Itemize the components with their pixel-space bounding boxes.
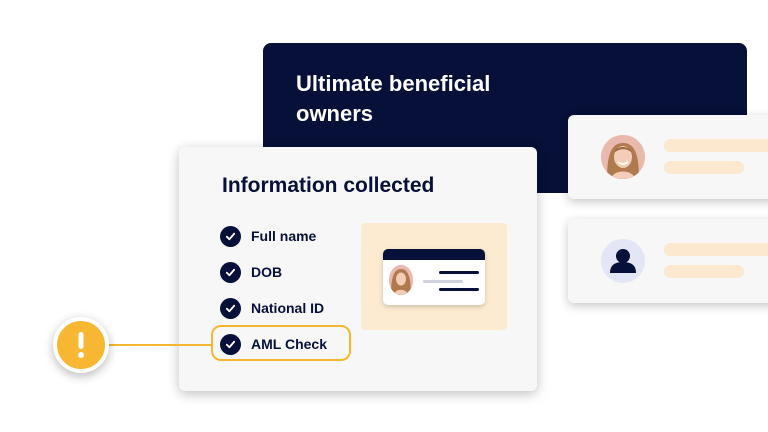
information-title: Information collected <box>222 174 435 197</box>
warning-badge[interactable] <box>53 317 109 373</box>
checklist-item-dob: DOB <box>220 261 282 283</box>
aml-check-highlight[interactable] <box>211 325 351 361</box>
check-circle-icon <box>220 261 241 283</box>
owner-card-1[interactable] <box>568 115 768 199</box>
checklist-item-full-name: Full name <box>220 225 316 247</box>
id-card-illustration <box>361 223 507 330</box>
checklist-label: DOB <box>251 264 283 280</box>
owner-card-2[interactable] <box>568 219 768 303</box>
checklist-label: Full name <box>251 228 317 244</box>
checklist-label: AML Check <box>251 336 327 352</box>
id-photo <box>389 265 413 295</box>
owner-name-placeholder <box>664 243 768 256</box>
id-card-header-band <box>383 249 485 260</box>
owner-detail-placeholder <box>664 265 744 278</box>
id-text-line <box>439 288 479 291</box>
ubo-title: Ultimate beneficial owners <box>296 71 491 126</box>
id-text-line <box>439 271 479 274</box>
check-circle-icon <box>220 225 241 247</box>
checklist-item-national-id: National ID <box>220 297 324 319</box>
id-text-line <box>423 280 463 283</box>
warning-connector-line <box>108 344 212 346</box>
owner-detail-placeholder <box>664 161 744 174</box>
check-circle-icon <box>220 297 241 319</box>
id-card-icon <box>383 249 485 305</box>
owner-avatar-photo <box>601 135 645 179</box>
check-circle-icon <box>220 333 241 355</box>
user-icon <box>601 239 645 283</box>
checklist-label: National ID <box>251 300 325 316</box>
information-card: Information collected Full name DOB Nati… <box>179 147 537 391</box>
exclamation-icon <box>78 332 84 358</box>
owner-name-placeholder <box>664 139 768 152</box>
checklist-item-aml-check[interactable]: AML Check <box>220 333 327 355</box>
